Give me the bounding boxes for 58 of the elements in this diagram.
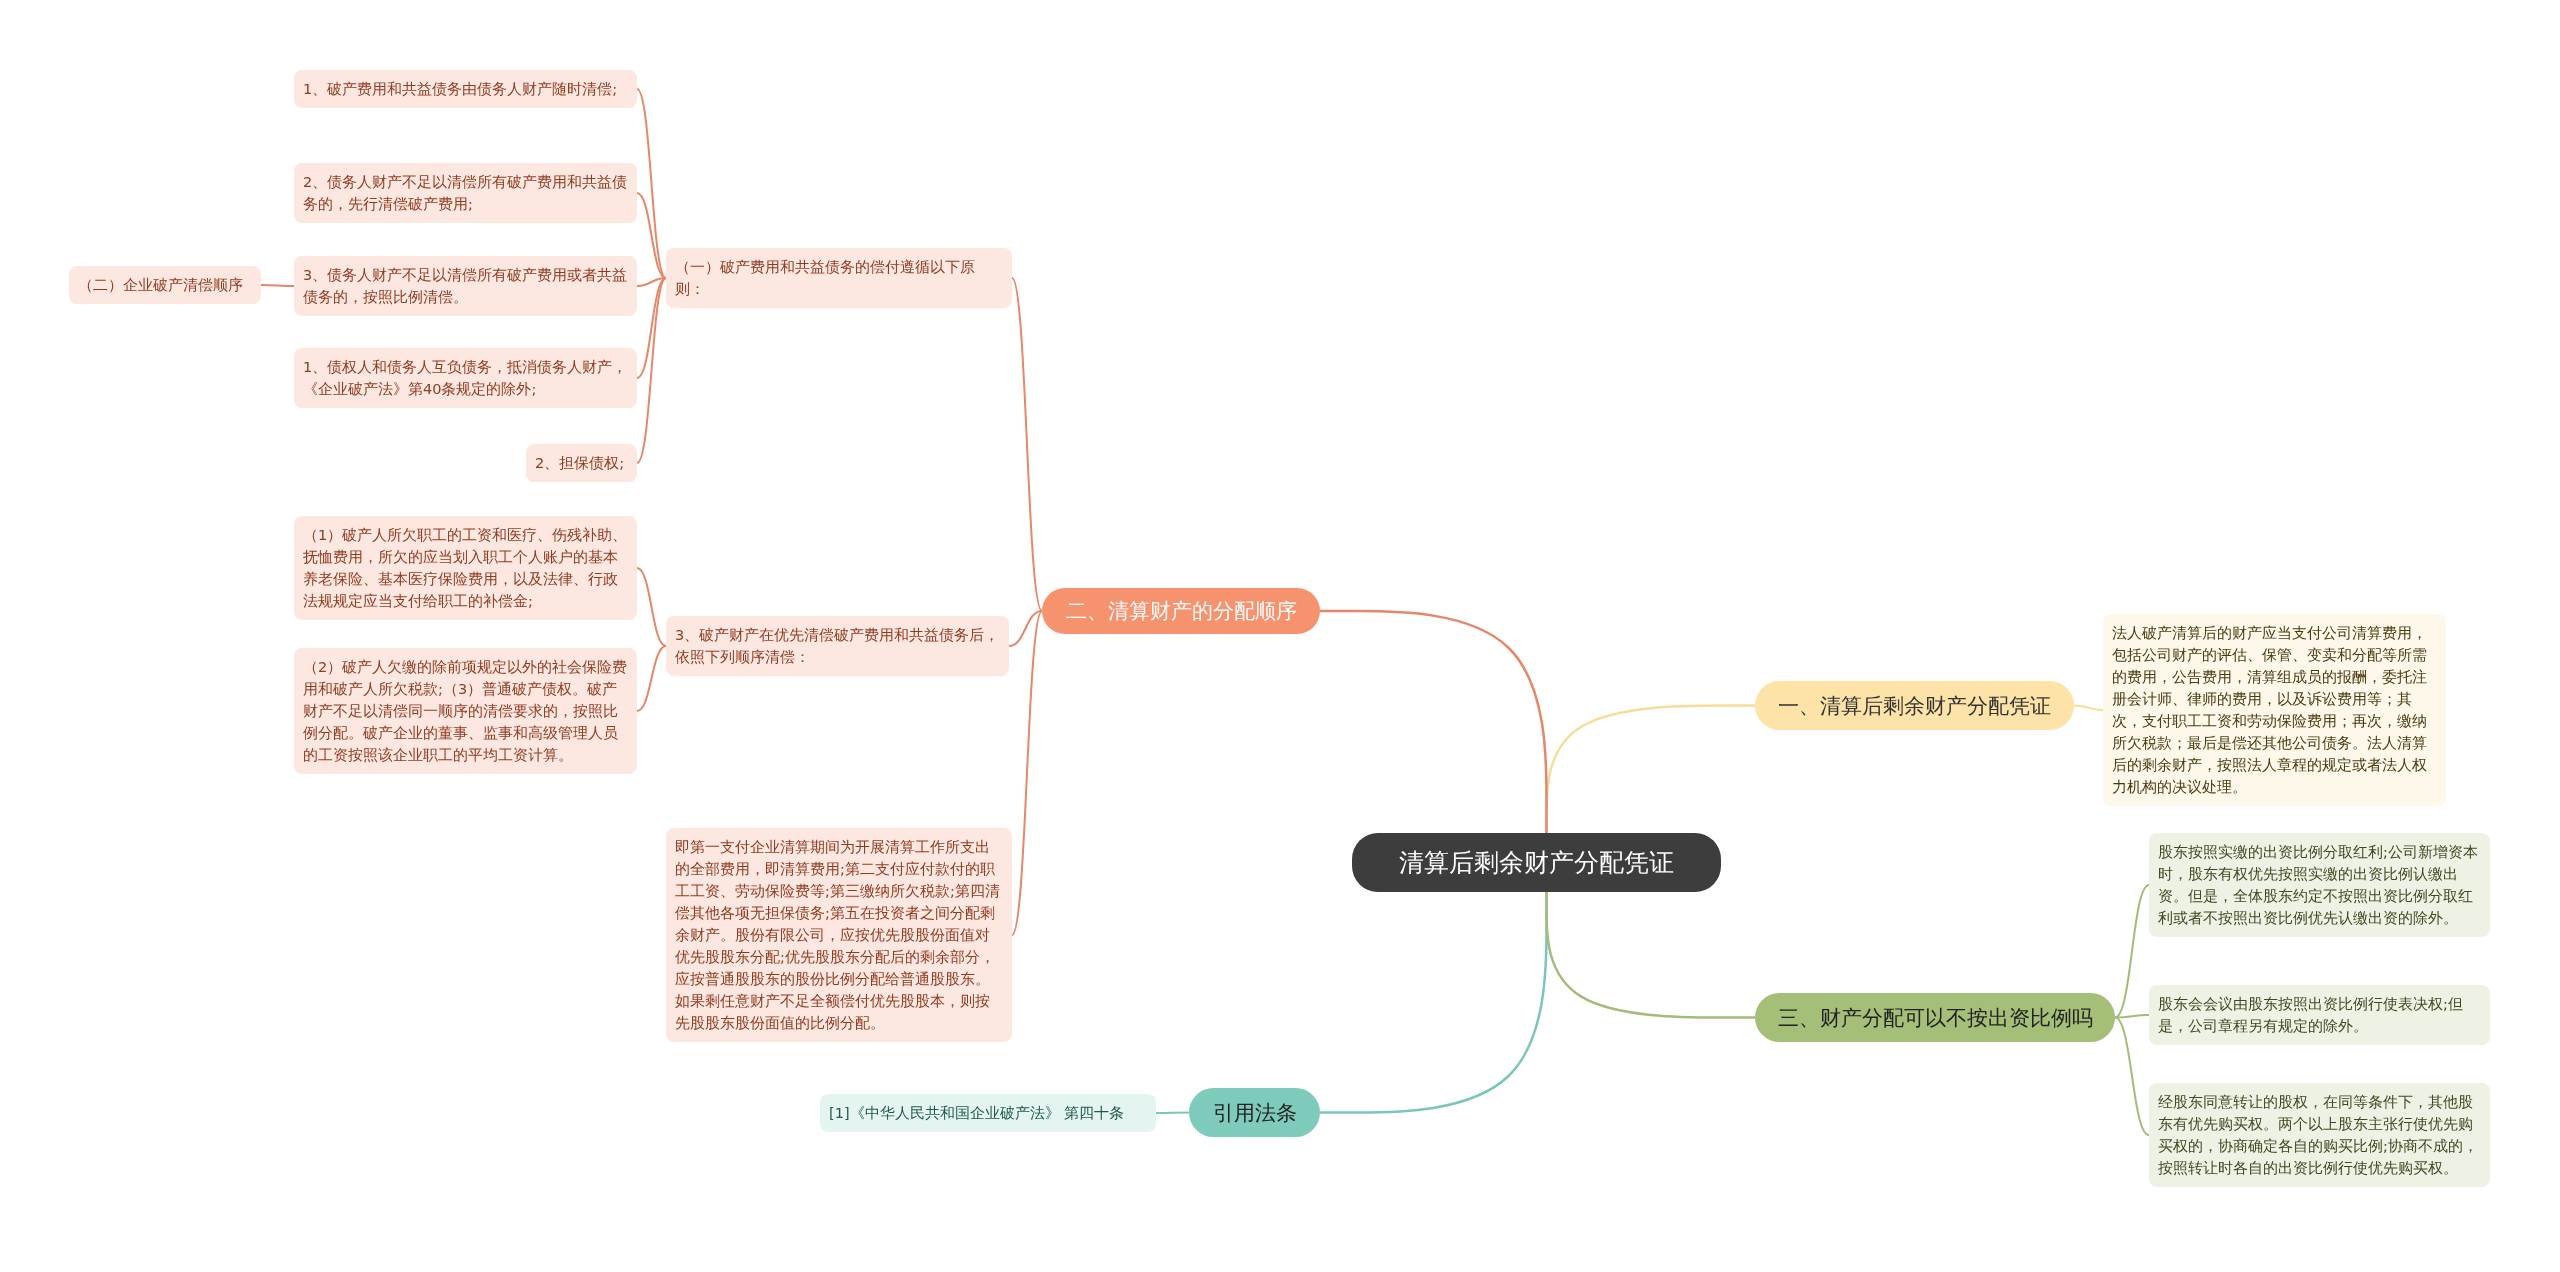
branch-topic bbox=[1755, 993, 2115, 1042]
note-card bbox=[2149, 833, 2490, 937]
topic-text: （2）破产人欠缴的除前项规定以外的社会保险费用和破产人所欠税款;（3）普通破产债权。破产财产不足以清偿同一顺序的清偿要求的，按照比例分配。破产企业的董事、监事和高级管理人员的工资按照该企业职工的平均工资计算。 bbox=[303, 658, 628, 765]
connector-line bbox=[636, 645, 667, 712]
topic-text: 1、债权人和债务人互负债务，抵消债务人财产，《企业破产法》第40条规定的除外; bbox=[303, 358, 628, 399]
subtopic-card bbox=[294, 256, 637, 316]
connector-line bbox=[2114, 884, 2150, 1019]
topic-text: 三、财产分配可以不按出资比例吗 bbox=[1777, 1004, 2093, 1032]
note-card bbox=[2103, 614, 2446, 806]
topic-text: 经股东同意转让的股权，在同等条件下，其他股东有优先购买权。两个以上股东主张行使优先购买权的，协商确定各自的购买比例;协商不成的，按照转让时各自的出资比例行使优先购买权。 bbox=[2158, 1093, 2479, 1178]
connector-line bbox=[260, 284, 295, 287]
branch-topic bbox=[1755, 681, 2074, 730]
connector-line bbox=[2073, 704, 2104, 711]
connector-line bbox=[1545, 892, 1755, 1019]
subtopic-card bbox=[294, 516, 637, 620]
subtopic-card bbox=[666, 616, 1009, 676]
connector-line bbox=[1011, 277, 1043, 612]
topic-text: （1）破产人所欠职工的工资和医疗、伤残补助、抚恤费用，所欠的应当划入职工个人账户的基本养老保险、基本医疗保险费用，以及法律、行政法规规定应当支付给职工的补偿金; bbox=[303, 526, 628, 611]
branch-topic bbox=[1042, 588, 1320, 634]
connector-line bbox=[636, 567, 667, 647]
topic-text: 二、清算财产的分配顺序 bbox=[1065, 598, 1297, 625]
connector-line bbox=[636, 192, 667, 279]
topic-text: （一）破产费用和共益债务的偿付遵循以下原则： bbox=[675, 258, 976, 299]
topic-text: 股东会会议由股东按照出资比例行使表决权;但是，公司章程另有规定的除外。 bbox=[2158, 995, 2464, 1036]
topic-text: 股东按照实缴的出资比例分取红利;公司新增资本时，股东有权优先按照实缴的出资比例认缴出资。但是，全体股东约定不按照出资比例分取红利或者不按照出资比例优先认缴出资的除外。 bbox=[2158, 843, 2479, 928]
subtopic-card bbox=[294, 648, 637, 774]
note-card bbox=[2149, 985, 2490, 1045]
connector-line bbox=[1008, 610, 1043, 647]
topic-text: 2、债务人财产不足以清偿所有破产费用和共益债务的，先行清偿破产费用; bbox=[303, 173, 628, 214]
connector-line bbox=[636, 88, 667, 279]
topic-text: 1、破产费用和共益债务由债务人财产随时清偿; bbox=[303, 80, 619, 99]
connector-line bbox=[636, 277, 667, 379]
topic-text: 3、破产财产在优先清偿破产费用和共益债务后，依照下列顺序清偿： bbox=[675, 626, 1000, 667]
branch-topic bbox=[1189, 1088, 1320, 1137]
connector-line bbox=[1155, 1111, 1190, 1114]
connector-line bbox=[1320, 609, 1548, 833]
subtopic-card bbox=[294, 348, 637, 408]
topic-text: 3、债务人财产不足以清偿所有破产费用或者共益债务的，按照比例清偿。 bbox=[303, 266, 628, 307]
root-topic bbox=[1352, 833, 1721, 892]
subtopic-card bbox=[820, 1094, 1156, 1132]
note-card bbox=[2149, 1083, 2490, 1187]
topic-text: 法人破产清算后的财产应当支付公司清算费用，包括公司财产的评估、保管、变卖和分配等所需的费用，公告费用，清算组成员的报酬，委托注册会计师、律师的费用，以及诉讼费用等；其次，支付职工工资和劳动保险费用；再次，缴纳所欠税款；最后是偿还其他公司债务。法人清算后的剩余财产，按照法人章程的规定或者法人权力机构的决议处理。 bbox=[2112, 624, 2428, 797]
topic-text: 一、清算后剩余财产分配凭证 bbox=[1778, 692, 2051, 720]
subtopic-card bbox=[69, 266, 261, 304]
subtopic-card bbox=[294, 163, 637, 223]
topic-text: 引用法条 bbox=[1212, 1099, 1297, 1127]
subtopic-card bbox=[526, 444, 637, 482]
connector-line bbox=[2114, 1016, 2150, 1136]
subtopic-card bbox=[294, 70, 637, 108]
connector-line bbox=[1011, 610, 1043, 936]
connector-line bbox=[636, 277, 667, 464]
topic-text: [1]《中华人民共和国企业破产法》 第四十条 bbox=[829, 1104, 1126, 1123]
topic-text: 即第一支付企业清算期间为开展清算工作所支出的全部费用，即清算费用;第二支付应付款付的职工工资、劳动保险费等;第三缴纳所欠税款;第四清偿其他各项无担保债务;第五在投资者之间分配剩余财产。股份有限公司，应按优先股股份面值对优先股股东分配;优先股股东分配后的剩余部分，应按普通股股东的股份比例分配给普通股股东。如果剩任意财产不足全额偿付优先股股本，则按先股股东股份面值的比例分配。 bbox=[675, 838, 1001, 1033]
connector-line bbox=[2114, 1014, 2150, 1019]
subtopic-card bbox=[666, 248, 1012, 308]
topic-text: （二）企业破产清偿顺序 bbox=[78, 276, 244, 295]
topic-text: 2、担保债权; bbox=[535, 454, 626, 473]
topic-text: 清算后剩余财产分配凭证 bbox=[1399, 847, 1674, 879]
